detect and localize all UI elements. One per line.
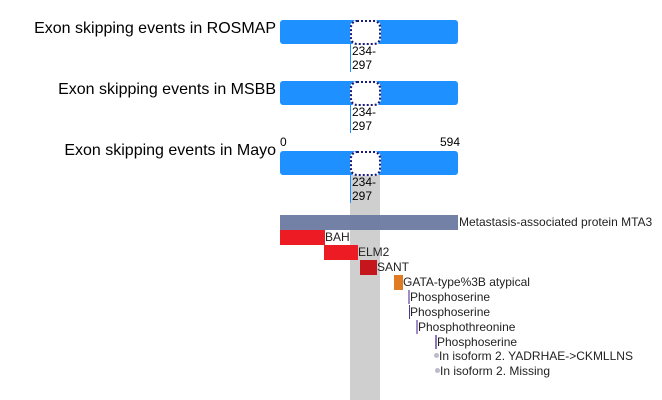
site-label: Phosphoserine xyxy=(437,335,518,349)
domain-elm2[interactable] xyxy=(324,245,358,260)
track-title-rosmap: Exon skipping events in ROSMAP xyxy=(34,20,276,37)
range-label-mayo: 234-297 xyxy=(350,175,377,203)
domain-sant[interactable] xyxy=(360,260,377,275)
protein-bar[interactable] xyxy=(280,215,458,230)
site-phosphothreonine[interactable] xyxy=(416,320,418,334)
domain-bah[interactable] xyxy=(280,230,325,245)
exon-skip-region-msbb[interactable] xyxy=(350,81,381,106)
range-label-msbb: 234-297 xyxy=(350,105,377,133)
site-phosphoserine-1[interactable] xyxy=(408,290,410,304)
variant-marker[interactable] xyxy=(435,368,440,373)
domain-sant-label: SANT xyxy=(377,260,410,274)
highlight-band xyxy=(350,175,380,400)
variant-label: In isoform 2. YADRHAE->CKMLLNS xyxy=(439,349,633,363)
zinc-finger-gata-label: GATA-type%3B atypical xyxy=(403,275,530,289)
zinc-finger-gata[interactable] xyxy=(394,275,403,290)
domain-bah-label: BAH xyxy=(325,230,350,244)
site-label: Phosphothreonine xyxy=(418,320,516,334)
track-title-msbb: Exon skipping events in MSBB xyxy=(58,81,276,98)
range-label-rosmap: 234-297 xyxy=(350,44,377,72)
variant-marker[interactable] xyxy=(434,353,439,358)
domain-elm2-label: ELM2 xyxy=(358,245,390,259)
axis-start: 0 xyxy=(280,135,287,149)
exon-skip-region-rosmap[interactable] xyxy=(350,20,381,45)
protein-label: Metastasis-associated protein MTA3 xyxy=(459,215,653,229)
site-label: Phosphoserine xyxy=(410,290,491,304)
track-title-mayo: Exon skipping events in Mayo xyxy=(64,142,276,159)
site-phosphoserine-3[interactable] xyxy=(435,335,437,349)
exon-skip-region-mayo[interactable] xyxy=(350,151,381,176)
site-label: Phosphoserine xyxy=(410,305,491,319)
site-phosphoserine-2[interactable] xyxy=(409,305,410,319)
axis-end: 594 xyxy=(440,135,461,149)
variant-label: In isoform 2. Missing xyxy=(440,364,551,378)
